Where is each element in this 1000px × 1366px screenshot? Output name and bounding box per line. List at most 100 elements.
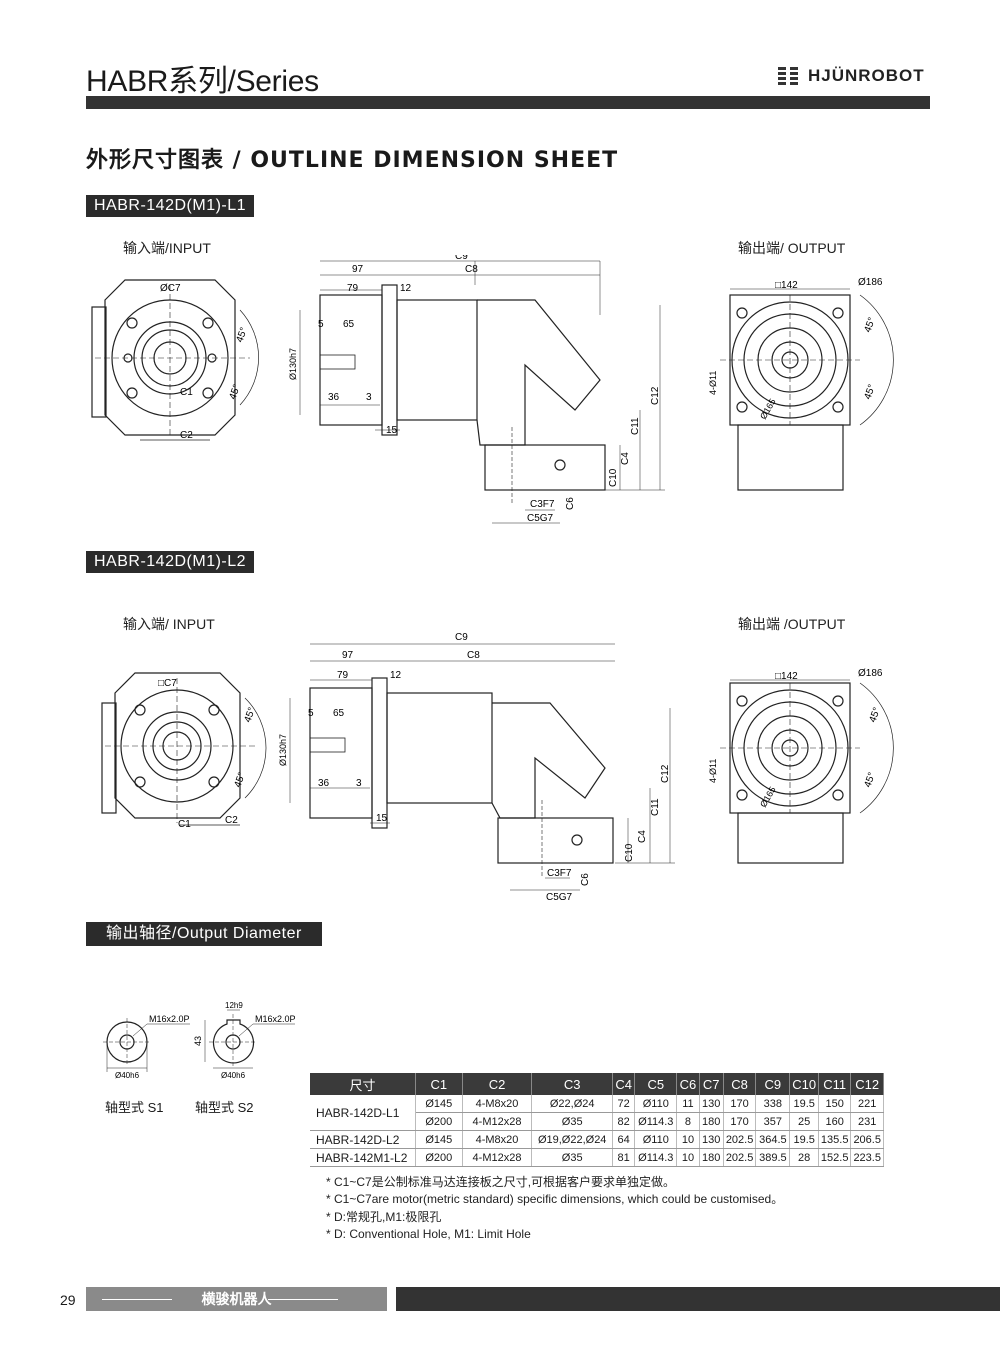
table-cell: 19.5 [789,1095,819,1113]
dim-45a-l2: 45° [242,706,258,724]
dim-c3-l1: C3F7 [530,499,555,510]
dim-45b-l1: 45° [227,383,243,401]
table-header: C6 [676,1073,700,1095]
table-cell: 25 [789,1112,819,1131]
table-header: C12 [850,1073,884,1095]
dim-186-l1: Ø186 [858,277,883,288]
dim-36-l1: 36 [328,392,340,403]
table-cell: Ø200 [415,1112,463,1131]
dim-45a-out-l1: 45° [862,316,878,334]
table-cell: 170 [723,1112,757,1131]
dim-c2-l2: C2 [225,815,238,826]
table-header: 尺寸 [310,1073,416,1095]
dim-c9-l1: C9 [455,255,468,262]
dim-45b-out-l2: 45° [862,771,878,789]
input-label-l1: 输入端/INPUT [123,240,211,256]
header-bar [86,96,930,109]
table-cell: 389.5 [755,1148,791,1167]
table-cell: Ø22,Ø24 [531,1095,613,1113]
table-cell: 135.5 [818,1130,852,1149]
table-cell: 152.5 [818,1148,852,1167]
dim-12-l1: 12 [400,283,412,294]
table-row: HABR-142D-L1 Ø145 4-M8x20 Ø22,Ø24 72 Ø11… [310,1095,884,1131]
dim-3-l2: 3 [356,778,362,789]
brand-logo: HJÜNROBOT [776,64,925,88]
dim-c10-l1: C10 [608,468,619,487]
table-cell-model: HABR-142D-L2 [310,1130,416,1149]
dim-45b-l2: 45° [232,771,248,789]
dim-79-l1: 79 [347,283,359,294]
table-cell: 10 [676,1148,700,1167]
shaft-section-title: 输出轴径/Output Diameter [86,922,322,946]
output-view-l1 [720,288,894,491]
dim-c8-l1: C8 [465,264,478,275]
dim-c8-l2: C8 [467,650,480,661]
dim-130-l2: Ø130h7 [278,734,288,766]
dim-c4-l2: C4 [637,830,648,843]
note-line: * D: Conventional Hole, M1: Limit Hole [326,1226,531,1241]
table-cell: 180 [699,1112,724,1131]
dim-c6-l2: C6 [580,873,591,886]
table-header: C8 [723,1073,757,1095]
table-cell: 130 [699,1095,724,1113]
output-label-l2: 输出端 /OUTPUT [738,616,846,632]
dim-165-l1: Ø165 [758,397,778,421]
dim-36-l2: 36 [318,778,330,789]
table-cell: 231 [850,1112,884,1131]
page-title: HABR系列/Series [86,65,319,98]
dim-c10-l2: C10 [624,843,635,862]
dim-165-l2: Ø165 [758,785,778,809]
note-line: * C1~C7是公制标准马达连接板之尺寸,可根据客户要求单独定做。 [326,1175,676,1189]
shaft-s2 [204,1009,295,1069]
table-cell: Ø200 [415,1148,463,1167]
dim-c6-l1: C6 [565,497,576,510]
table-cell: 19.5 [789,1130,819,1149]
table-cell-model: HABR-142M1-L2 [310,1148,416,1167]
table-cell: 130 [699,1130,724,1149]
table-cell: 202.5 [723,1148,757,1167]
footer-rule-left [102,1299,172,1300]
shaft-s2-label: 轴型式 S2 [195,1100,254,1115]
footer-bar-right [396,1287,1000,1311]
table-header: C2 [462,1073,533,1095]
dim-79-l2: 79 [337,670,349,681]
dim-186-l2: Ø186 [858,668,883,679]
dim-c11-l2: C11 [650,798,661,816]
table-cell: Ø110 [634,1130,678,1149]
table-row: Ø200 4-M12x28 Ø35 82 Ø114.3 8 180 170 35… [310,1112,884,1131]
dim-5-l1: 5 [318,319,324,330]
dim-142-l2: □142 [775,671,798,682]
dim-c12-l1: C12 [650,386,661,405]
dim-45a-out-l2: 45° [867,706,883,724]
table-cell: 8 [676,1112,700,1131]
table-header-row: 尺寸 C1 C2 C3 C4 C5 C6 C7 C8 C9 C10 C11 C1… [310,1073,884,1095]
table-cell: 150 [818,1095,852,1113]
dim-c5-l2: C5G7 [546,892,573,903]
table-cell: Ø145 [415,1095,463,1113]
table-cell: 82 [612,1112,636,1131]
drawing-l1: ØC7 C2 C1 45° 45° C9 97 C8 79 12 5 65 Ø1… [91,255,894,524]
table-notes: * C1~C7是公制标准马达连接板之尺寸,可根据客户要求单独定做。 * C1~C… [326,1174,783,1242]
table-header: C10 [789,1073,819,1095]
shaft-s2-key: 12h9 [225,1001,243,1010]
dim-c12-l2: C12 [660,764,671,783]
dim-45a-l1: 45° [234,326,250,344]
dim-97-l1: 97 [352,264,364,275]
table-cell: 4-M12x28 [462,1112,533,1131]
input-view-l2 [101,672,267,826]
table-cell: 4-M8x20 [462,1130,533,1149]
dim-c7-l2: □C7 [158,678,177,689]
dim-5-l2: 5 [308,708,314,719]
table-header: C4 [612,1073,636,1095]
table-cell: 206.5 [850,1130,884,1149]
dim-97-l2: 97 [342,650,354,661]
table-cell: 338 [755,1095,791,1113]
shaft-s2-thread: M16x2.0P [255,1014,296,1024]
drawing-l2: □C7 C1 C2 45° 45° C9 97 C8 79 12 5 65 Ø1… [101,632,894,903]
table-cell: 170 [723,1095,757,1113]
table-cell: Ø35 [531,1112,613,1131]
table-cell: 10 [676,1130,700,1149]
table-cell: 202.5 [723,1130,757,1149]
dimension-table: 尺寸 C1 C2 C3 C4 C5 C6 C7 C8 C9 C10 C11 C1… [310,1073,884,1167]
dim-15-l2: 15 [376,813,388,824]
